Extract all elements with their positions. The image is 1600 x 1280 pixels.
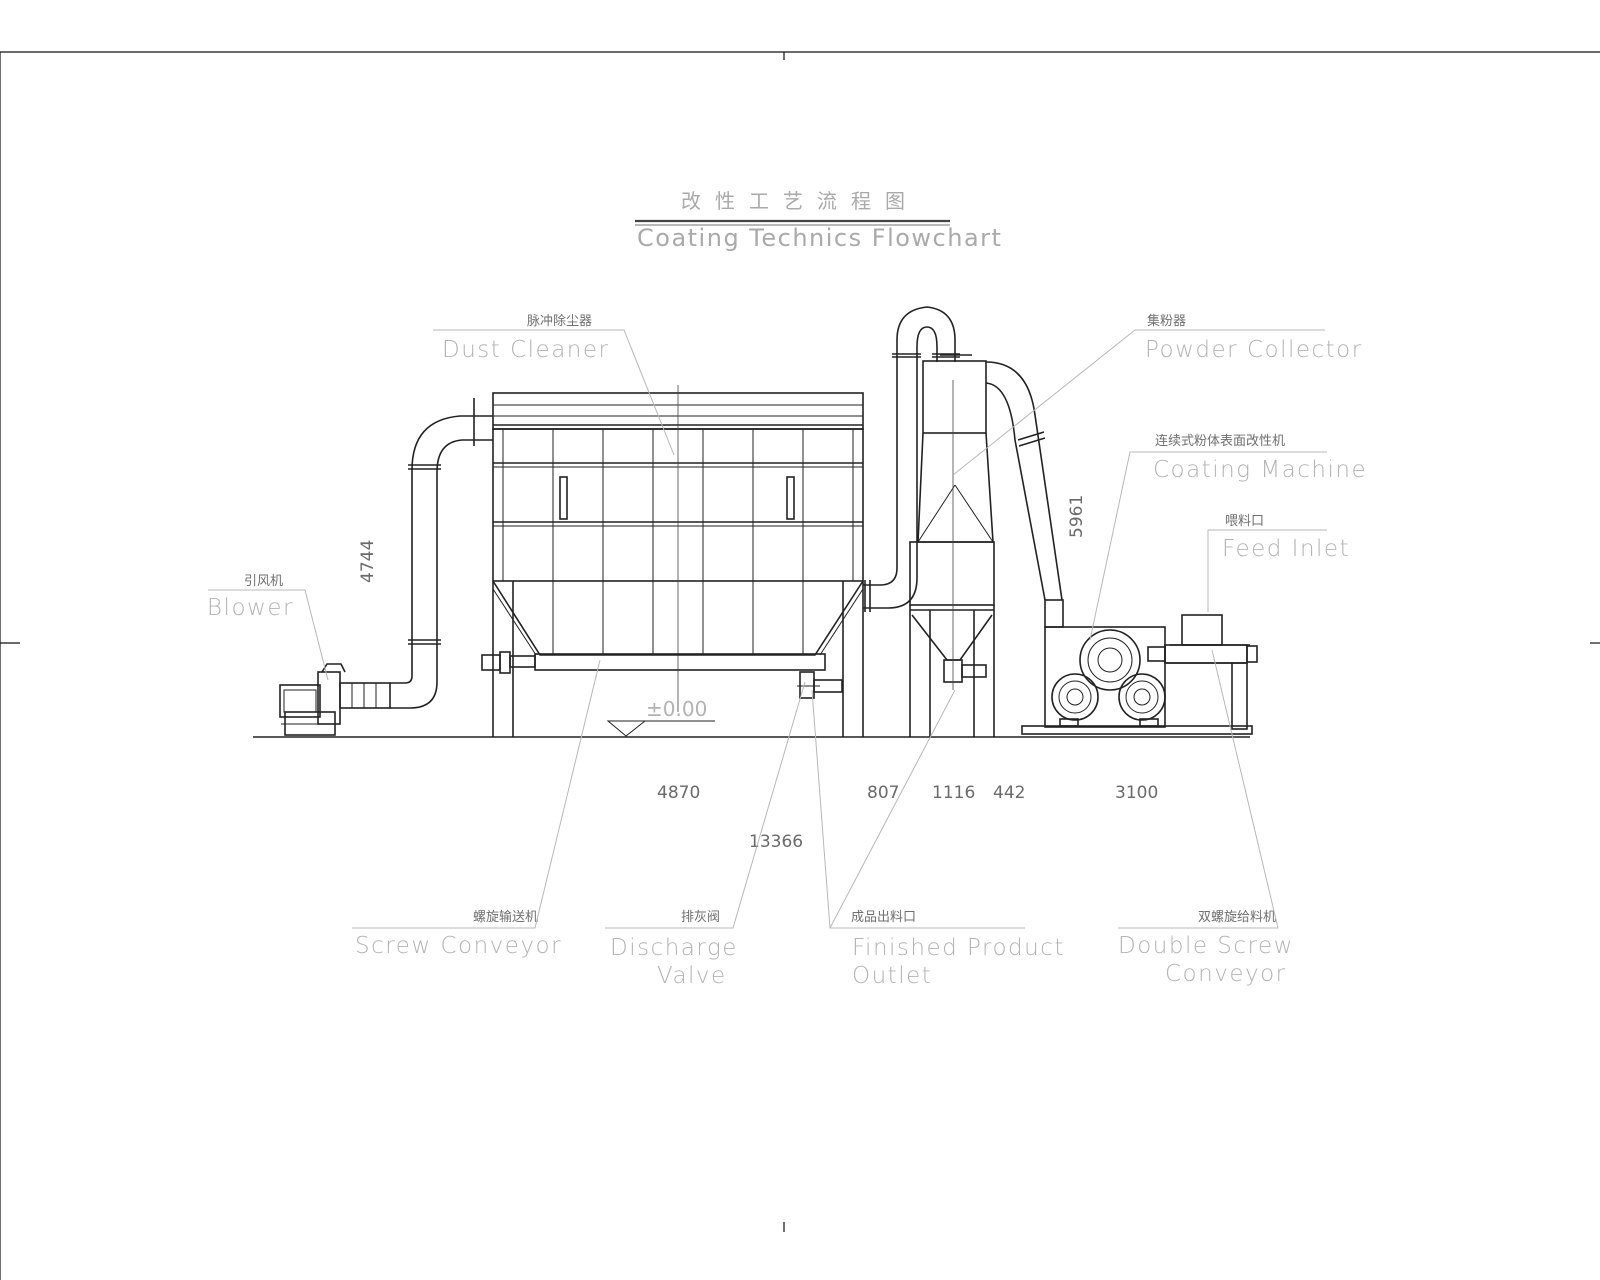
dim-height-left: 4744 [358,540,378,583]
double-screw-zh: 双螺旋给料机 [1198,910,1276,925]
right-duct [985,361,1064,628]
powder-collector-zh: 集粉器 [1147,313,1186,329]
discharge-valve-zh: 排灰阀 [681,910,720,925]
dim-442: 442 [993,783,1025,803]
double-screw-feeder [1147,614,1258,730]
dim-3100: 3100 [1115,783,1158,803]
label-screw-conveyor: 螺旋输送机 Screw Conveyor [352,659,601,959]
finished-product-zh: 成品出料口 [851,910,916,925]
label-dust-cleaner: 脉冲除尘器 Dust Cleaner [433,314,675,456]
label-finished-product-outlet: 成品出料口 Finished Product Outlet [811,689,1065,989]
dust-cleaner [481,385,864,737]
blower-zh: 引风机 [244,574,283,589]
label-feed-inlet: 喂料口 Feed Inlet [1207,514,1350,612]
left-duct [390,398,493,709]
label-powder-collector: 集粉器 Powder Collector [952,313,1363,476]
dust-cleaner-zh: 脉冲除尘器 [527,314,592,329]
dim-1116: 1116 [932,783,975,803]
dim-height-right: 5961 [1067,495,1087,538]
double-screw-en-1: Double Screw [1118,933,1294,959]
dimensions: 4744 5961 4870 807 1116 442 3100 13366 [358,495,1158,852]
drawing-title: 改性工艺流程图 Coating Technics Flowchart [635,189,1002,252]
dim-total: 13366 [749,832,803,852]
blower-en: Blower [207,595,294,621]
powder-collector [909,354,995,737]
discharge-valve-en-2: Valve [657,963,727,989]
screw-conveyor-zh: 螺旋输送机 [473,909,538,925]
feed-inlet-en: Feed Inlet [1222,536,1350,562]
ground-level-text: ±0.00 [646,697,707,721]
coating-machine-zh: 连续式粉体表面改性机 [1155,433,1285,449]
label-coating-machine: 连续式粉体表面改性机 Coating Machine [1089,433,1367,641]
discharge-valve-en-1: Discharge [610,935,738,961]
dust-cleaner-en: Dust Cleaner [442,337,609,363]
screw-conveyor-en: Screw Conveyor [355,933,562,959]
finished-product-en-1: Finished Product [852,935,1065,961]
finished-product-en-2: Outlet [852,963,932,989]
feed-inlet-zh: 喂料口 [1225,514,1264,529]
label-double-screw-conveyor: 双螺旋给料机 Double Screw Conveyor [1118,649,1294,987]
blower-unit [279,663,391,736]
double-screw-en-2: Conveyor [1165,961,1287,987]
dim-807: 807 [867,783,899,803]
label-discharge-valve: 排灰阀 Discharge Valve [605,681,806,989]
title-zh: 改性工艺流程图 [681,189,919,213]
ground-level-marker: ±0.00 [606,697,715,737]
label-blower: 引风机 Blower [207,574,329,681]
coating-machine [1021,626,1253,735]
powder-collector-en: Powder Collector [1145,337,1363,363]
coating-machine-en: Coating Machine [1153,457,1367,483]
title-en: Coating Technics Flowchart [637,224,1002,252]
dim-4870: 4870 [657,783,700,803]
sheet-frame [0,51,1600,1280]
middle-duct [863,306,960,612]
